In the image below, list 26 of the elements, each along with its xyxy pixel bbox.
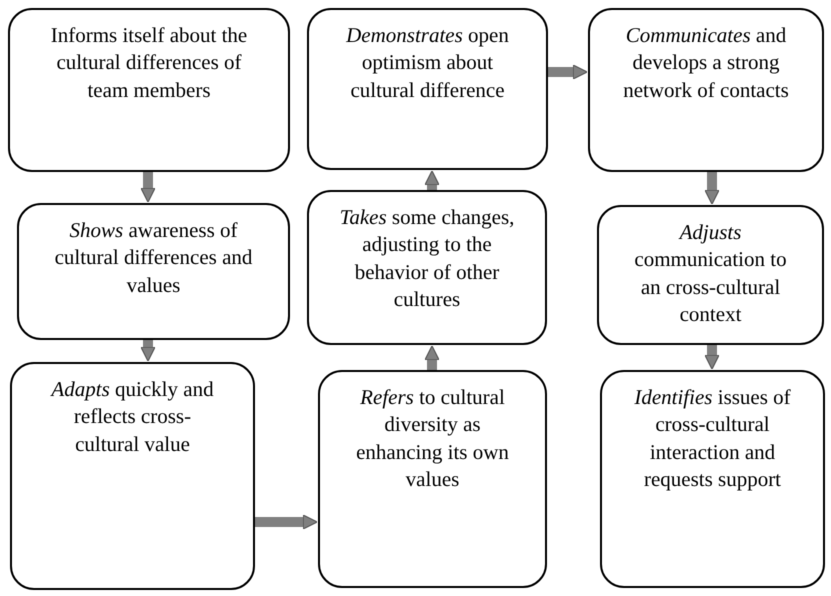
step-text: Adapts quickly and reflects cross-cultural value <box>49 376 215 458</box>
step-text: Takes some changes, adjusting to the behavior of other cultures <box>339 204 515 313</box>
rounded-box <box>307 8 548 170</box>
step-text: Shows awareness of cultural differences and values <box>54 217 254 299</box>
block-arrow <box>704 345 720 370</box>
block-arrow <box>140 340 156 362</box>
block-arrow <box>424 170 440 190</box>
rounded-box <box>307 190 547 345</box>
rounded-box <box>8 8 290 172</box>
rounded-box <box>588 8 824 172</box>
step-text: Demonstrates open optimism about cultural difference <box>345 22 510 104</box>
rounded-box <box>318 370 547 588</box>
rounded-box <box>10 362 255 590</box>
block-arrow <box>704 172 720 205</box>
block-arrow <box>548 64 588 80</box>
step-text: Communicates and develops a strong network of contacts <box>622 22 790 104</box>
step-text: Refers to cultural diversity as enhancing its own values <box>355 384 510 493</box>
rounded-box <box>597 205 824 345</box>
rounded-box <box>600 370 825 588</box>
block-arrow <box>255 514 318 530</box>
step-text: Adjusts communication to an cross-cultural context <box>633 219 788 328</box>
block-arrow <box>424 345 440 370</box>
rounded-box <box>17 203 290 340</box>
block-arrow <box>140 172 156 203</box>
step-text: Informs itself about the cultural differences of team members <box>50 22 248 104</box>
step-text: Identifies issues of cross-cultural interaction and requests support <box>633 384 792 493</box>
